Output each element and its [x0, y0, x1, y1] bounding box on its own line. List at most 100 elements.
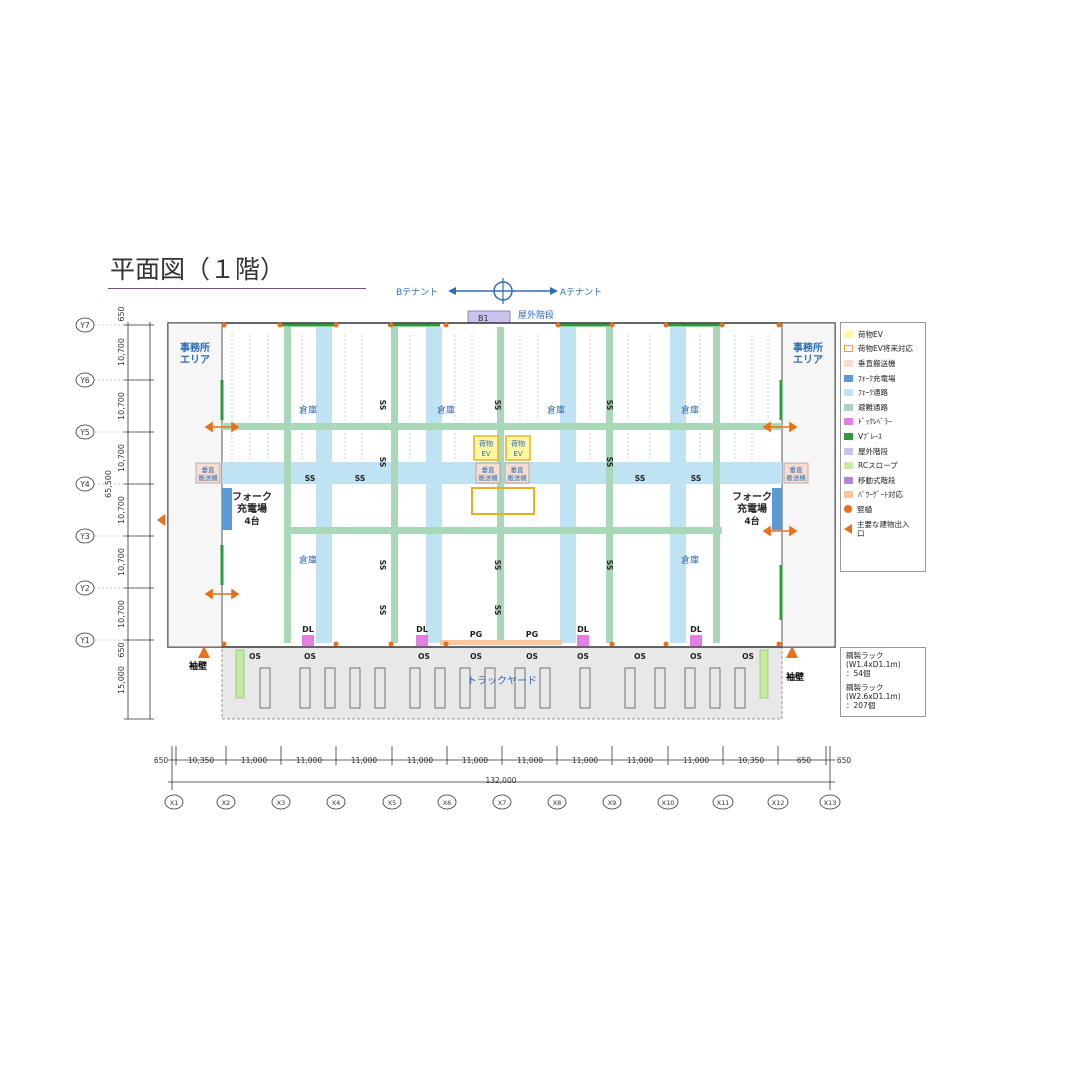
legend-label: Vﾌﾞﾚｰｽ: [858, 431, 882, 441]
egress-arrows: [204, 421, 798, 600]
conveyor-3-label1: 垂直: [511, 465, 525, 474]
dl-label-3: DL: [577, 625, 589, 634]
legend-item: 主要な建物出入口: [844, 517, 922, 541]
evacuation-routes: [222, 327, 782, 643]
axis-x3-label: X3: [277, 799, 286, 807]
y-dim-1: 10,700: [117, 338, 126, 366]
legend-swatch: [844, 462, 853, 470]
outdoor-stair-label: 屋外階段: [518, 309, 554, 321]
axis-y5-label: Y5: [79, 428, 90, 437]
fork-charge-left: [222, 488, 232, 530]
legend-label: 屋外階段: [858, 446, 888, 456]
ss-label-v7: SS: [493, 605, 502, 615]
axis-y6: Y6: [75, 372, 95, 388]
legend-label: ﾌｫｰｸ通路: [858, 388, 888, 398]
warehouse-label-4: 倉庫: [681, 404, 699, 416]
legend-swatch: [844, 491, 853, 499]
y-dim-7: 650: [117, 642, 126, 657]
axis-y2: Y2: [75, 580, 95, 596]
office-left-l2: エリア: [180, 354, 210, 366]
ss-label-v8: SS: [605, 400, 614, 410]
fork-aisles: [222, 327, 782, 643]
cargo-ev-left-label2: EV: [481, 450, 490, 458]
legend-swatch: [844, 476, 853, 484]
y-dimension-lines: [124, 322, 154, 720]
orientation-left-label: Bテナント: [396, 287, 438, 298]
ss-label-v6: SS: [493, 560, 502, 570]
legend-item: ﾊﾟﾜｰｹﾞｰﾄ対応: [844, 488, 922, 503]
entrance-icon-west: [157, 514, 165, 526]
conveyor-1-label2: 搬送機: [198, 473, 218, 482]
cargo-ev-right-label2: EV: [513, 450, 522, 458]
legend-item: 移動式階段: [844, 473, 922, 488]
entrance-triangle-icon: [844, 523, 852, 534]
sode-kabe-left: 袖壁: [188, 660, 207, 672]
x-dim-2: 11,000: [241, 756, 267, 765]
legend-swatch: [844, 505, 852, 514]
downpipes: [221, 322, 782, 647]
legend-label: ﾄﾞｯｸﾚﾍﾞﾗｰ: [858, 417, 892, 427]
axis-x5-label: X5: [388, 799, 397, 807]
axis-x12: X12: [767, 794, 789, 810]
y-dim-5: 10,700: [117, 548, 126, 576]
axis-y4: Y4: [75, 476, 95, 492]
axis-x4: X4: [326, 794, 346, 810]
legend-label: 垂直搬送機: [858, 358, 896, 368]
office-left-l1: 事務所: [180, 341, 210, 354]
legend-item: 屋外階段: [844, 444, 922, 459]
axis-x6-label: X6: [443, 799, 452, 807]
ss-label-v2: SS: [378, 457, 387, 467]
v-braces: [220, 323, 783, 620]
office-right-l1: 事務所: [793, 341, 823, 354]
os-label-1: OS: [249, 652, 261, 661]
axis-x8-label: X8: [553, 799, 562, 807]
title-underline: [108, 288, 366, 289]
ss-label-v5: SS: [493, 400, 502, 410]
legend-item: ﾄﾞｯｸﾚﾍﾞﾗｰ: [844, 415, 922, 430]
axis-x7: X7: [492, 794, 512, 810]
ss-label-h4: SS: [691, 474, 701, 483]
x-dim-5: 11,000: [407, 756, 433, 765]
truck-yard-label: トラックヤード: [467, 675, 537, 687]
x-dim-9: 11,000: [627, 756, 653, 765]
axis-x13-label: X13: [824, 799, 837, 807]
sode-kabe-right: 袖壁: [785, 671, 804, 683]
axis-x10-label: X10: [662, 799, 675, 807]
conveyor-4-label2: 搬送機: [786, 473, 806, 482]
axis-x7-label: X7: [498, 799, 507, 807]
ss-label-v1: SS: [378, 400, 387, 410]
x-total: 132,000: [485, 776, 516, 785]
os-label-7: OS: [634, 652, 646, 661]
legend-label: ﾌｫｰｸ充電場: [858, 373, 896, 383]
axis-y3: Y3: [75, 528, 95, 544]
office-wing-right: [781, 322, 836, 648]
x-dim-3: 11,000: [296, 756, 322, 765]
ss-label-h1: SS: [305, 474, 315, 483]
rc-slope-right: [759, 649, 769, 699]
os-label-6: OS: [577, 652, 589, 661]
cargo-ev-right: [505, 435, 531, 461]
legend-item: RCスロープ: [844, 458, 922, 473]
axis-x11-label: X11: [717, 799, 730, 807]
ss-label-v3: SS: [378, 560, 387, 570]
axis-x1: X1: [164, 794, 184, 810]
fork-charge-right: [772, 488, 782, 530]
legend-swatch: [844, 432, 853, 440]
axis-x5: X5: [382, 794, 402, 810]
axis-x3: X3: [271, 794, 291, 810]
legend-swatch: [844, 418, 853, 426]
legend-swatch: [844, 374, 853, 382]
axis-y7-label: Y7: [79, 321, 90, 330]
conveyor-4-label1: 垂直: [790, 465, 804, 474]
axis-y7: Y7: [75, 317, 95, 333]
rack-note: 鋼製ラック: [846, 682, 884, 692]
os-label-9: OS: [742, 652, 754, 661]
warehouse-label-3: 倉庫: [547, 404, 565, 416]
axis-x9: X9: [602, 794, 622, 810]
rc-slope-left: [235, 649, 245, 699]
axis-x2-label: X2: [222, 799, 231, 807]
orientation-right-label: Aテナント: [560, 287, 602, 298]
legend-label: 避難通路: [858, 402, 888, 412]
x-dim-8: 11,000: [572, 756, 598, 765]
